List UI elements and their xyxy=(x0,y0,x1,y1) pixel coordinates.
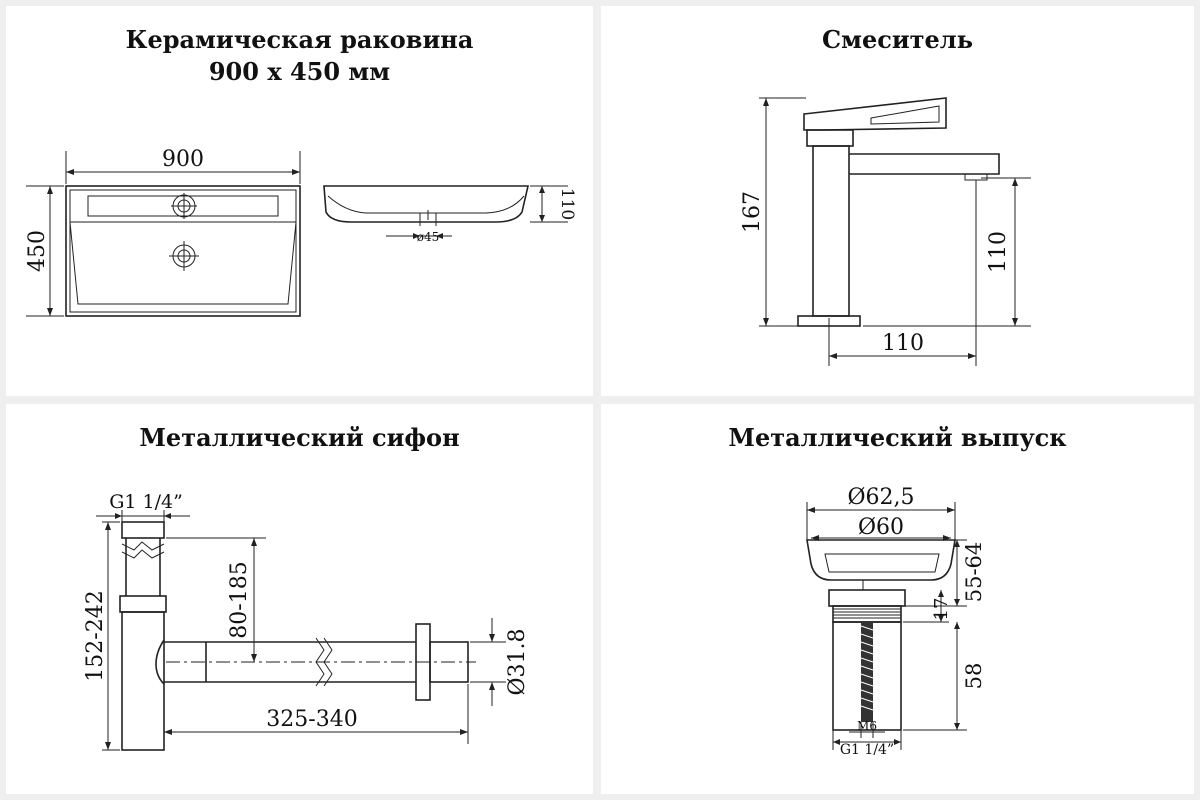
siphon-vertical-dimension: 152-242 xyxy=(83,521,120,751)
siphon-length-dimension: 325-340 xyxy=(164,684,469,744)
sink-title-line1: Керамическая раковина xyxy=(125,25,474,54)
siphon-length-label: 325-340 xyxy=(266,707,357,732)
drain-outer-label: Ø62,5 xyxy=(847,485,914,510)
sink-title-line2: 900 x 450 мм xyxy=(208,57,391,86)
siphon-pipe-diameter-dimension: Ø31.8 xyxy=(470,618,530,706)
panel-faucet: Смеситель 167 xyxy=(601,6,1194,396)
drain-body xyxy=(806,539,956,731)
sink-width-dimension: 900 xyxy=(65,147,301,184)
sink-drain-label: ø45 xyxy=(417,230,440,244)
drain-rod-dimension: M6 xyxy=(849,719,885,738)
drain-title: Металлический выпуск xyxy=(728,423,1067,452)
sink-depth-label: 450 xyxy=(25,230,50,272)
siphon-title: Металлический сифон xyxy=(139,423,460,452)
drain-inner-label: Ø60 xyxy=(858,515,904,540)
sink-width-label: 900 xyxy=(162,147,204,172)
faucet-reach-label: 110 xyxy=(882,331,924,356)
drain-range-label: 55-64 xyxy=(962,542,986,603)
drain-thread-dimension: G1 1/4” xyxy=(832,730,902,758)
drain-thread-label: G1 1/4” xyxy=(840,742,894,758)
panel-drain: Металлический выпуск xyxy=(601,404,1194,794)
drain-drawing: Ø62,5 Ø60 55-64 17 xyxy=(806,485,986,758)
sink-drawing: 900 450 xyxy=(25,147,577,317)
faucet-spout-height-label: 110 xyxy=(986,231,1011,273)
sink-height-label: 110 xyxy=(557,188,577,220)
sink-side-view xyxy=(323,185,530,226)
siphon-thread-dimension: G1 1/4” xyxy=(96,491,190,524)
siphon-vertical-label: 152-242 xyxy=(83,590,108,681)
sink-drain-dimension: ø45 xyxy=(386,230,452,244)
faucet-height-dimension: 167 xyxy=(740,97,806,327)
drain-thread-length-label: 58 xyxy=(962,663,986,690)
drain-range-dimension: 55-64 xyxy=(903,539,986,607)
faucet-body xyxy=(797,97,1000,327)
siphon-pipe-diameter-label: Ø31.8 xyxy=(505,628,530,695)
faucet-drawing: 167 110 110 xyxy=(740,97,1031,366)
siphon-body xyxy=(119,521,476,751)
drain-outer-dimension: Ø62,5 xyxy=(806,485,956,540)
panel-siphon: Металлический сифон xyxy=(6,404,593,794)
siphon-drawing: G1 1/4” 152-242 80-185 xyxy=(83,491,530,751)
sink-depth-dimension: 450 xyxy=(25,185,64,317)
faucet-reach-dimension: 110 xyxy=(828,180,977,366)
drain-rod-label: M6 xyxy=(857,719,877,733)
sink-height-dimension: 110 xyxy=(530,185,577,223)
siphon-thread-label: G1 1/4” xyxy=(109,491,183,513)
drain-top-label: 17 xyxy=(931,598,952,621)
faucet-height-label: 167 xyxy=(740,191,765,233)
siphon-outlet-height-label: 80-185 xyxy=(227,561,252,638)
drain-top-dimension: 17 xyxy=(903,590,952,623)
drain-thread-length-dimension: 58 xyxy=(903,622,986,731)
panel-ceramic-sink: Керамическая раковина 900 x 450 мм xyxy=(6,6,593,396)
drain-inner-dimension: Ø60 xyxy=(811,515,951,541)
faucet-spout-height-dimension: 110 xyxy=(863,177,1031,327)
sink-top-view xyxy=(65,185,301,317)
faucet-title: Смеситель xyxy=(822,25,973,54)
siphon-outlet-height-dimension: 80-185 xyxy=(166,537,266,662)
